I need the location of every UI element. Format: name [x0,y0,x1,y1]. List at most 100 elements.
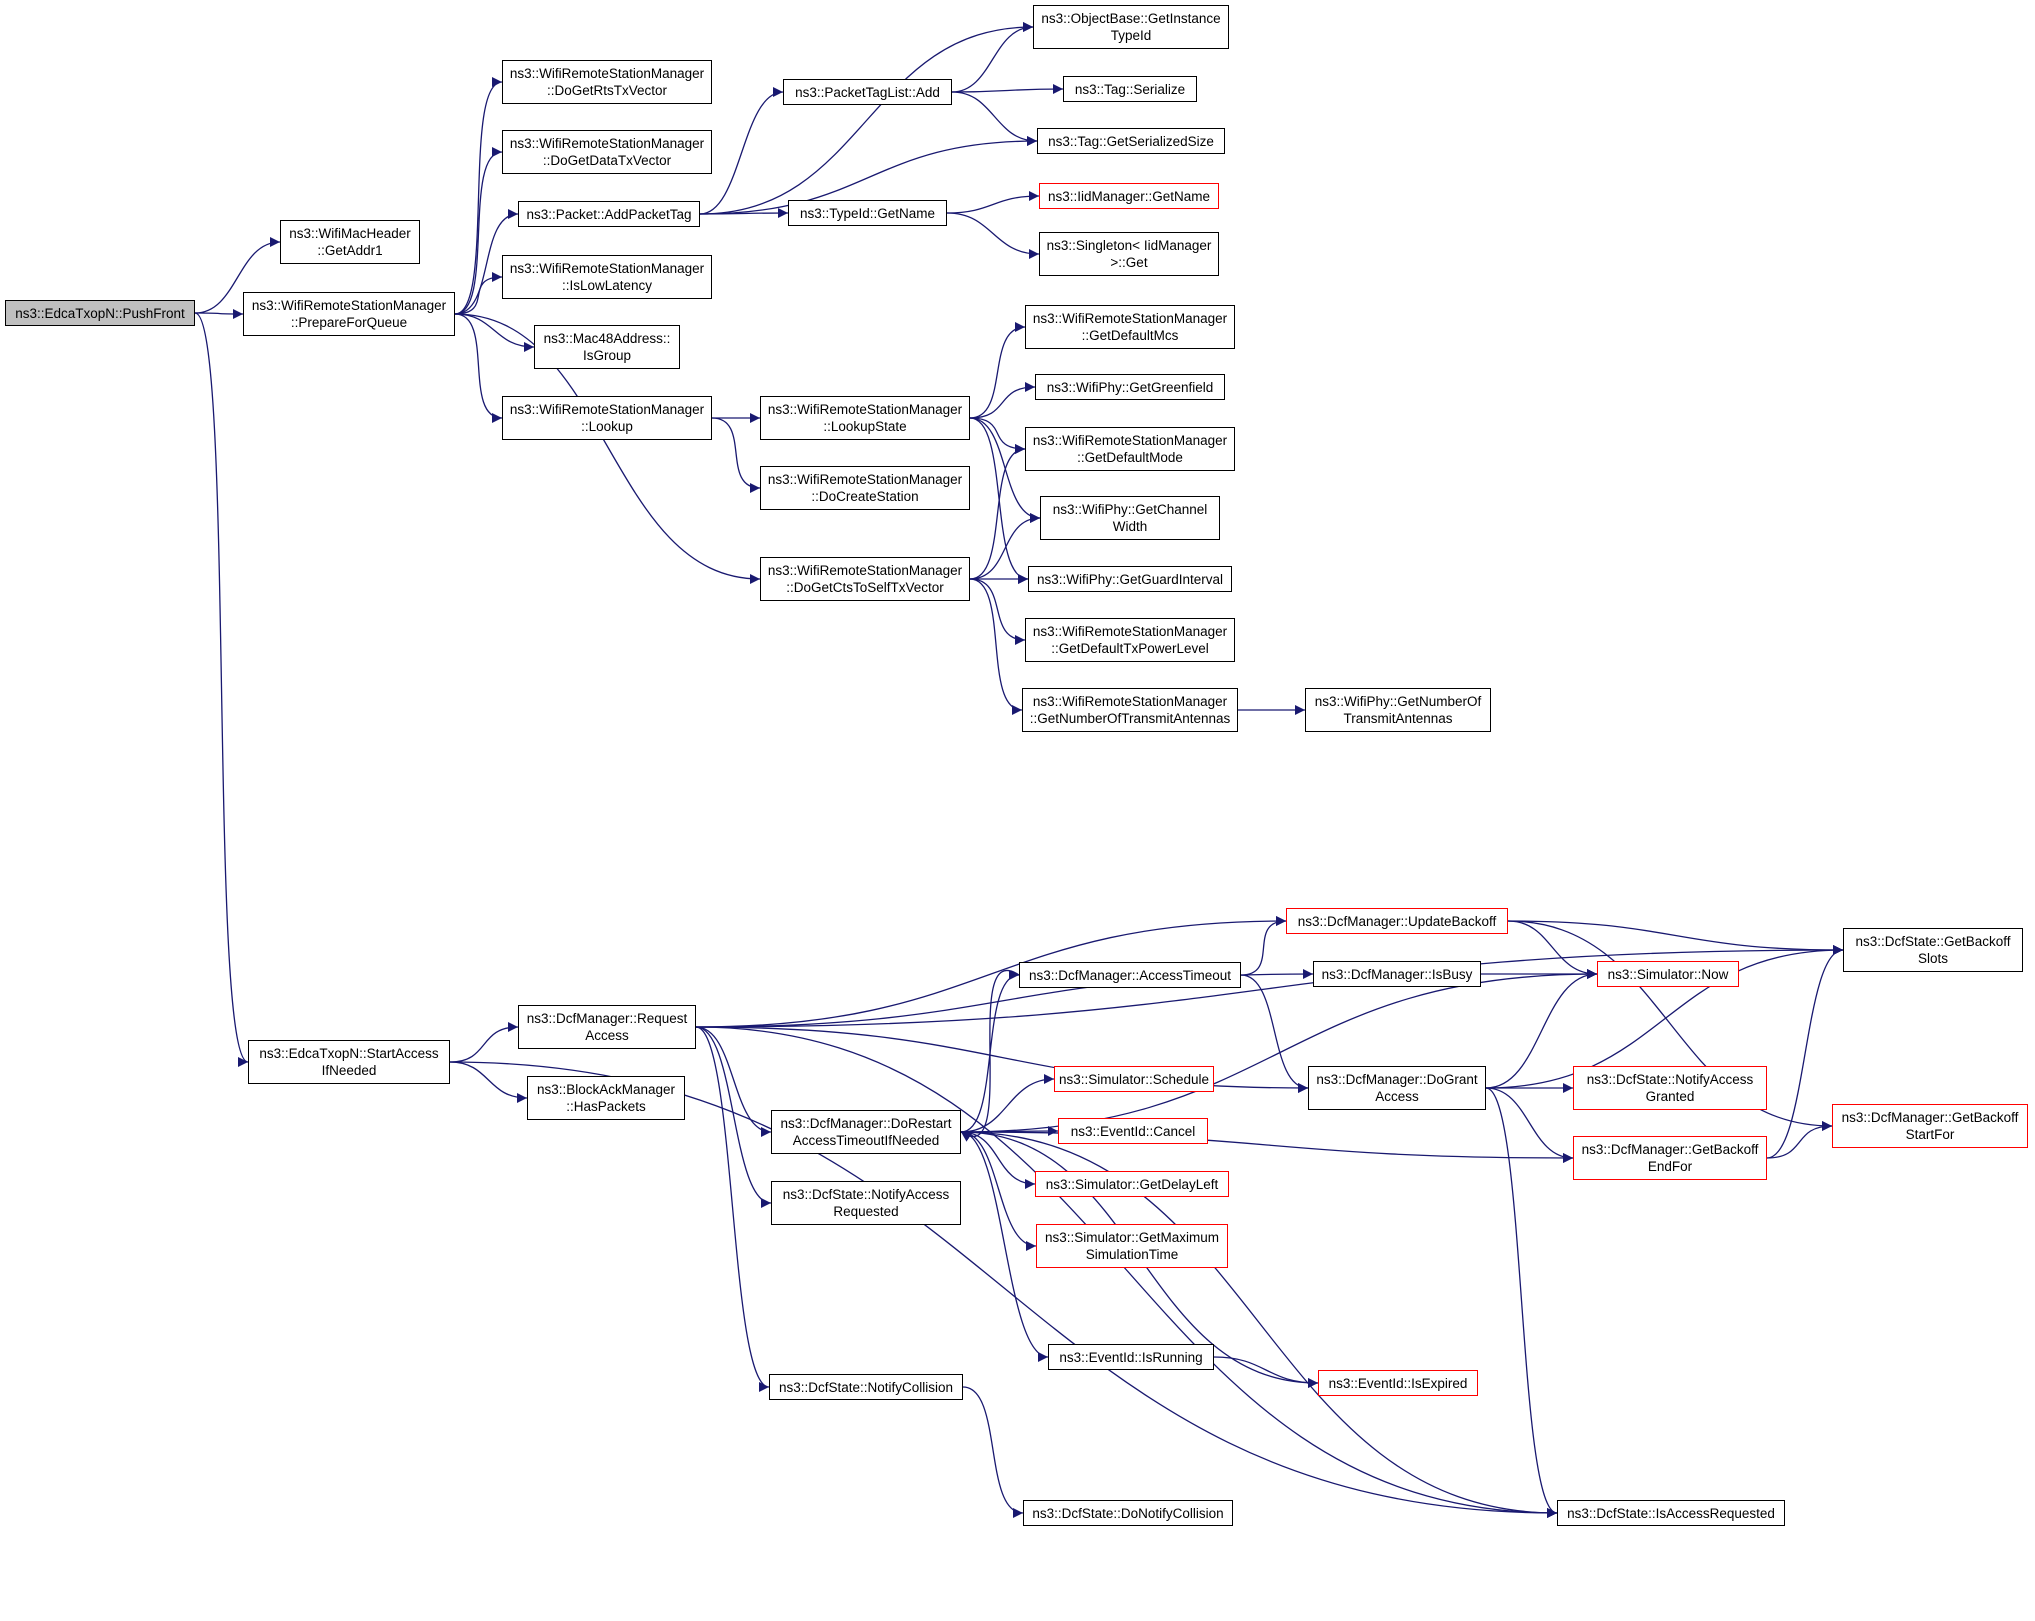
graph-node-ptl-add[interactable]: ns3::PacketTagList::Add [783,79,952,105]
graph-node-get-guard-interval[interactable]: ns3::WifiPhy::GetGuardInterval [1028,566,1232,592]
node-label: ns3::PacketTagList::Add [795,84,940,100]
graph-node-sim-get-delay-left[interactable]: ns3::Simulator::GetDelayLeft [1035,1171,1229,1197]
graph-node-get-default-tx-power[interactable]: ns3::WifiRemoteStationManager::GetDefaul… [1025,618,1235,662]
edge-doGrantAccess-to-isAccessRequested [1485,1087,1558,1518]
graph-node-is-busy[interactable]: ns3::DcfManager::IsBusy [1313,961,1481,987]
edge-doGetCts-to-getDefaultMode [969,444,1026,580]
edge-doGetCts-to-getChannelWidth [969,513,1041,580]
graph-node-access-timeout[interactable]: ns3::DcfManager::AccessTimeout [1019,962,1241,988]
graph-node-is-access-requested[interactable]: ns3::DcfState::IsAccessRequested [1557,1500,1785,1526]
graph-node-sim-schedule[interactable]: ns3::Simulator::Schedule [1054,1066,1214,1092]
node-label: ns3::WifiRemoteStationManager [509,261,705,276]
graph-node-get-greenfield[interactable]: ns3::WifiPhy::GetGreenfield [1035,374,1225,400]
edge-doRestart-to-isAccessRequested [960,1131,1558,1518]
node-label: ns3::DcfManager::Request [526,1011,688,1026]
graph-node-do-notify-collision[interactable]: ns3::DcfState::DoNotifyCollision [1023,1500,1233,1526]
graph-node-do-create-station[interactable]: ns3::WifiRemoteStationManager::DoCreateS… [760,466,970,510]
graph-node-event-is-expired[interactable]: ns3::EventId::IsExpired [1318,1370,1478,1396]
graph-node-push-front[interactable]: ns3::EdcaTxopN::PushFront [5,300,195,326]
node-label: ns3::Simulator::Schedule [1058,1071,1210,1087]
edge-doRestart-to-simNow [960,969,1598,1133]
edge-doGrantAccess-to-getBackoffSlots [1485,945,1844,1089]
edge-requestAccess-to-isAccessRequested [695,1026,1558,1518]
edge-requestAccess-to-notifyCollision [695,1026,770,1392]
edge-lookupState-to-getGreenfield [969,382,1036,419]
node-label: ns3::WifiRemoteStationManager [1032,311,1228,326]
node-label: ns3::DcfManager::UpdateBackoff [1297,913,1497,929]
edge-requestAccess-to-updateBackoff [695,916,1287,1028]
node-label: ns3::BlockAckManager [536,1082,676,1097]
edge-addPacketTag-to-typeIdGetName [699,208,789,219]
graph-node-type-id-get-name[interactable]: ns3::TypeId::GetName [788,200,947,226]
graph-node-iid-get-name[interactable]: ns3::IidManager::GetName [1039,183,1219,209]
node-label: TransmitAntennas [1343,711,1453,726]
node-label: ns3::DcfManager::DoGrant [1316,1072,1478,1087]
edge-lookupState-to-getDefaultMode [969,417,1026,454]
edge-addPacketTag-to-tagGetSize [699,136,1038,215]
graph-node-update-backoff[interactable]: ns3::DcfManager::UpdateBackoff [1286,908,1508,934]
graph-node-get-default-mcs[interactable]: ns3::WifiRemoteStationManager::GetDefaul… [1025,305,1235,349]
node-label: ns3::EventId::Cancel [1070,1123,1196,1139]
node-label: ::LookupState [823,419,907,434]
graph-node-is-group[interactable]: ns3::Mac48Address::IsGroup [534,325,680,369]
node-label: ns3::DcfState::NotifyAccess [1586,1072,1754,1087]
graph-node-get-addr1[interactable]: ns3::WifiMacHeader::GetAddr1 [280,220,420,264]
edge-prepareForQueue-to-doGetCts [454,313,761,584]
graph-node-notify-collision[interactable]: ns3::DcfState::NotifyCollision [769,1374,963,1400]
graph-node-lookup-state[interactable]: ns3::WifiRemoteStationManager::LookupSta… [760,396,970,440]
node-label: ns3::WifiPhy::GetNumberOf [1314,694,1482,709]
node-label: ns3::WifiPhy::GetGreenfield [1046,379,1214,395]
node-label: Access [1375,1089,1419,1104]
node-label: ns3::DcfManager::GetBackoff [1841,1110,2019,1125]
graph-node-prepare-for-queue[interactable]: ns3::WifiRemoteStationManager::PrepareFo… [243,292,455,336]
graph-node-event-cancel[interactable]: ns3::EventId::Cancel [1058,1118,1208,1144]
graph-node-get-num-tx-ant-mgr[interactable]: ns3::WifiRemoteStationManager::GetNumber… [1022,688,1238,732]
node-label: AccessTimeoutIfNeeded [792,1133,940,1148]
graph-node-tag-serialize[interactable]: ns3::Tag::Serialize [1063,76,1197,102]
graph-node-get-default-mode[interactable]: ns3::WifiRemoteStationManager::GetDefaul… [1025,427,1235,471]
edge-doRestart-to-simGetDelayLeft [960,1131,1036,1189]
node-label: Requested [833,1204,899,1219]
node-label: EndFor [1647,1159,1693,1174]
edge-typeIdGetName-to-iidGetName [946,191,1040,214]
graph-node-singleton-get[interactable]: ns3::Singleton< IidManager >::Get [1039,232,1219,276]
graph-node-add-packet-tag[interactable]: ns3::Packet::AddPacketTag [518,201,700,227]
edge-updateBackoff-to-simNow [1507,920,1598,979]
graph-node-lookup[interactable]: ns3::WifiRemoteStationManager::Lookup [502,396,712,440]
edge-accessTimeout-to-updateBackoff [1240,916,1287,976]
node-label: ::GetDefaultMode [1077,450,1183,465]
node-label: ::Lookup [581,419,633,434]
node-label: ::DoGetDataTxVector [542,153,672,168]
edge-accessTimeout-to-doGrantAccess [1240,974,1309,1093]
graph-node-event-is-running[interactable]: ns3::EventId::IsRunning [1048,1344,1214,1370]
node-label: IfNeeded [321,1063,377,1078]
graph-node-is-low-latency[interactable]: ns3::WifiRemoteStationManager::IsLowLate… [502,255,712,299]
node-label: ::PrepareForQueue [290,315,408,330]
edge-lookupState-to-getDefaultMcs [969,322,1026,419]
graph-node-tag-get-size[interactable]: ns3::Tag::GetSerializedSize [1037,128,1225,154]
graph-node-do-get-cts[interactable]: ns3::WifiRemoteStationManager::DoGetCtsT… [760,557,970,601]
edge-accessTimeout-to-doRestart [960,970,1020,1142]
edge-doRestart-to-getBackoffEndFor [960,1131,1574,1163]
graph-node-do-get-data[interactable]: ns3::WifiRemoteStationManager::DoGetData… [502,130,712,174]
node-label: ::GetNumberOfTransmitAntennas [1029,711,1231,726]
graph-node-do-get-rts[interactable]: ns3::WifiRemoteStationManager::DoGetRtsT… [502,60,712,104]
graph-node-sim-now[interactable]: ns3::Simulator::Now [1597,961,1739,987]
node-label: ns3::WifiRemoteStationManager [767,472,963,487]
node-label: ns3::DcfState::NotifyCollision [778,1379,954,1395]
graph-node-has-packets[interactable]: ns3::BlockAckManager::HasPackets [527,1076,685,1120]
